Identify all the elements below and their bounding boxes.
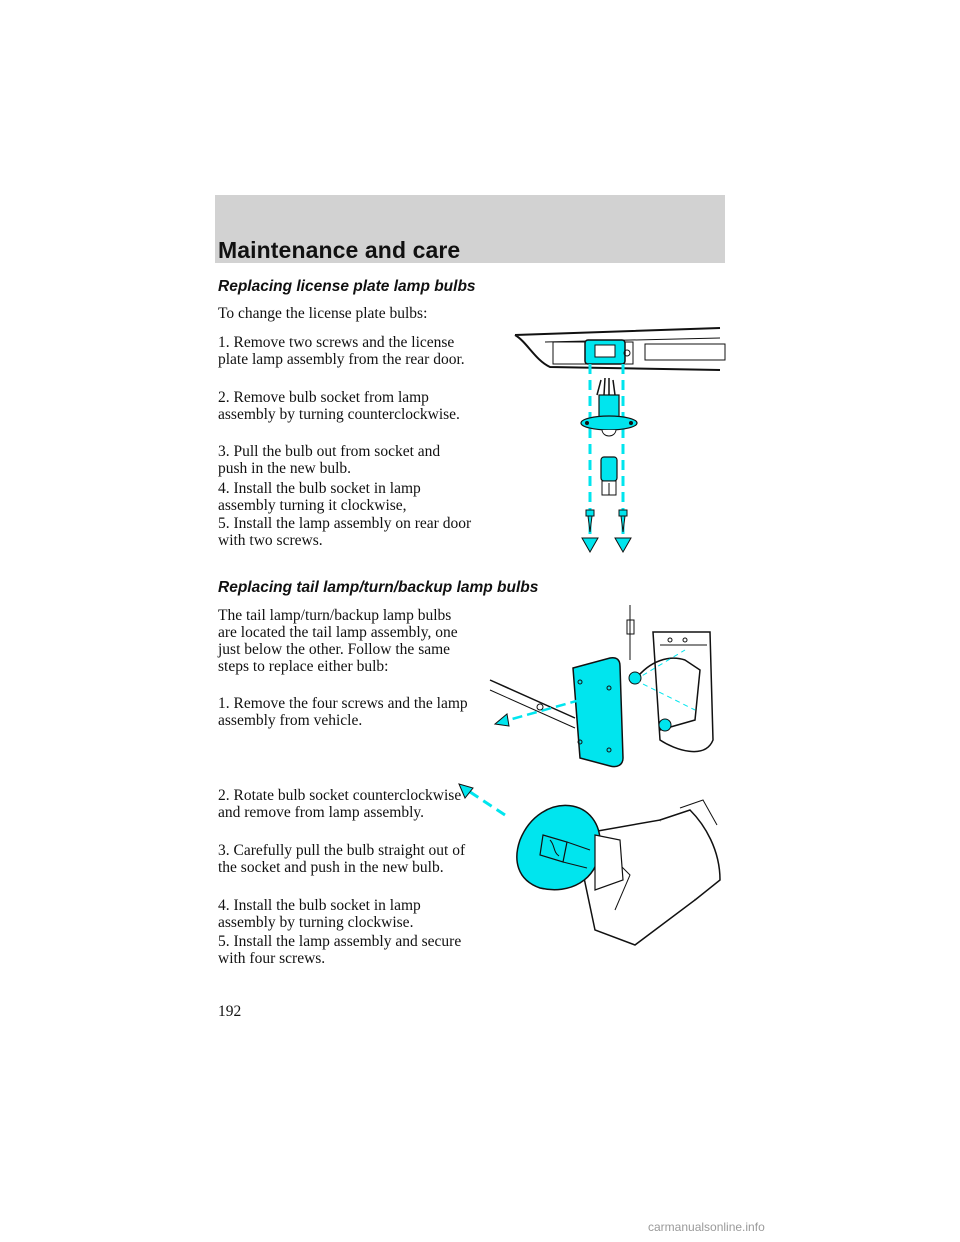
step-5: 5. Install the lamp assembly and secure … (218, 933, 462, 967)
bulb-socket-illustration (458, 783, 721, 946)
step-1: 1. Remove two screws and the license pla… (218, 334, 465, 368)
step-3: 3. Pull the bulb out from socket and pus… (218, 443, 441, 477)
page-title: Maintenance and care (218, 237, 461, 263)
license-plate-lamp-illustration (514, 327, 726, 554)
step-5: 5. Install the lamp assembly on rear doo… (218, 515, 472, 549)
paragraph: To change the license plate bulbs: (218, 305, 428, 322)
page-number: 192 (218, 1003, 242, 1020)
paragraph: The tail lamp/turn/backup lamp bulbs are… (218, 607, 458, 675)
section-heading-tail-lamp: Replacing tail lamp/turn/backup lamp bul… (218, 579, 539, 596)
step-1: 1. Remove the four screws and the lamp a… (218, 695, 468, 729)
section-heading-license-plate: Replacing license plate lamp bulbs (218, 278, 476, 295)
step-4: 4. Install the bulb socket in lamp assem… (218, 897, 421, 931)
step-2: 2. Rotate bulb socket counterclockwise a… (218, 787, 462, 821)
step-3: 3. Carefully pull the bulb straight out … (218, 842, 466, 876)
step-2: 2. Remove bulb socket from lamp assembly… (218, 389, 460, 423)
header-bar (215, 195, 725, 263)
tail-lamp-assembly-illustration (489, 605, 714, 768)
watermark: carmanualsonline.info (648, 1220, 765, 1234)
step-4: 4. Install the bulb socket in lamp assem… (218, 480, 421, 514)
